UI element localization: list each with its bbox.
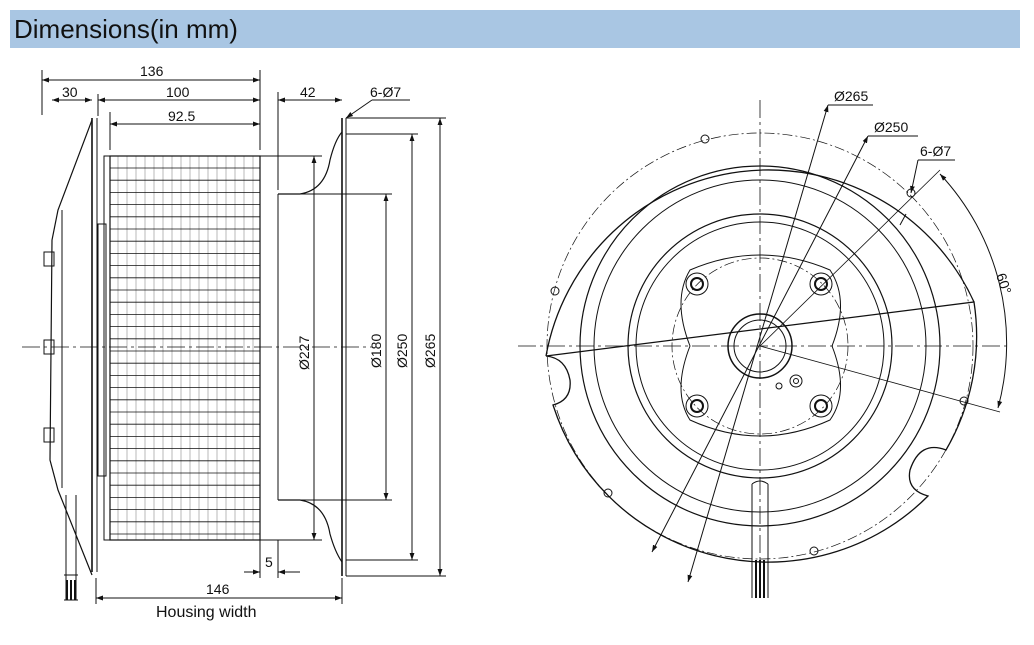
dia-265-label: Ø265 xyxy=(422,334,438,368)
side-view xyxy=(22,70,446,604)
angle-label: 60° xyxy=(993,271,1015,296)
front-view xyxy=(518,100,1008,598)
dia-250-label: Ø250 xyxy=(394,334,410,368)
side-view-labels: 136 30 100 92.5 42 6-Ø7 Ø227 Ø180 Ø250 Ø… xyxy=(62,63,438,621)
dim-30-label: 30 xyxy=(62,84,78,100)
front-view-labels: Ø265 Ø250 6-Ø7 60° xyxy=(834,88,1015,296)
front-holes-label: 6-Ø7 xyxy=(920,143,951,159)
section-title: Dimensions(in mm) xyxy=(14,14,238,44)
housing-width-label: Housing width xyxy=(156,604,257,621)
dim-42-label: 42 xyxy=(300,84,316,100)
dia-180-label: Ø180 xyxy=(368,334,384,368)
holes-label: 6-Ø7 xyxy=(370,84,401,100)
dim-5-label: 5 xyxy=(265,554,273,570)
dim-92-5-label: 92.5 xyxy=(168,108,195,124)
dim-136-label: 136 xyxy=(140,63,164,79)
section-header: Dimensions(in mm) xyxy=(10,10,1020,48)
front-dia-250-label: Ø250 xyxy=(874,119,908,135)
front-dia-265-label: Ø265 xyxy=(834,88,868,104)
dia-227-label: Ø227 xyxy=(296,336,312,370)
dim-100-label: 100 xyxy=(166,84,190,100)
dim-146-label: 146 xyxy=(206,581,230,597)
